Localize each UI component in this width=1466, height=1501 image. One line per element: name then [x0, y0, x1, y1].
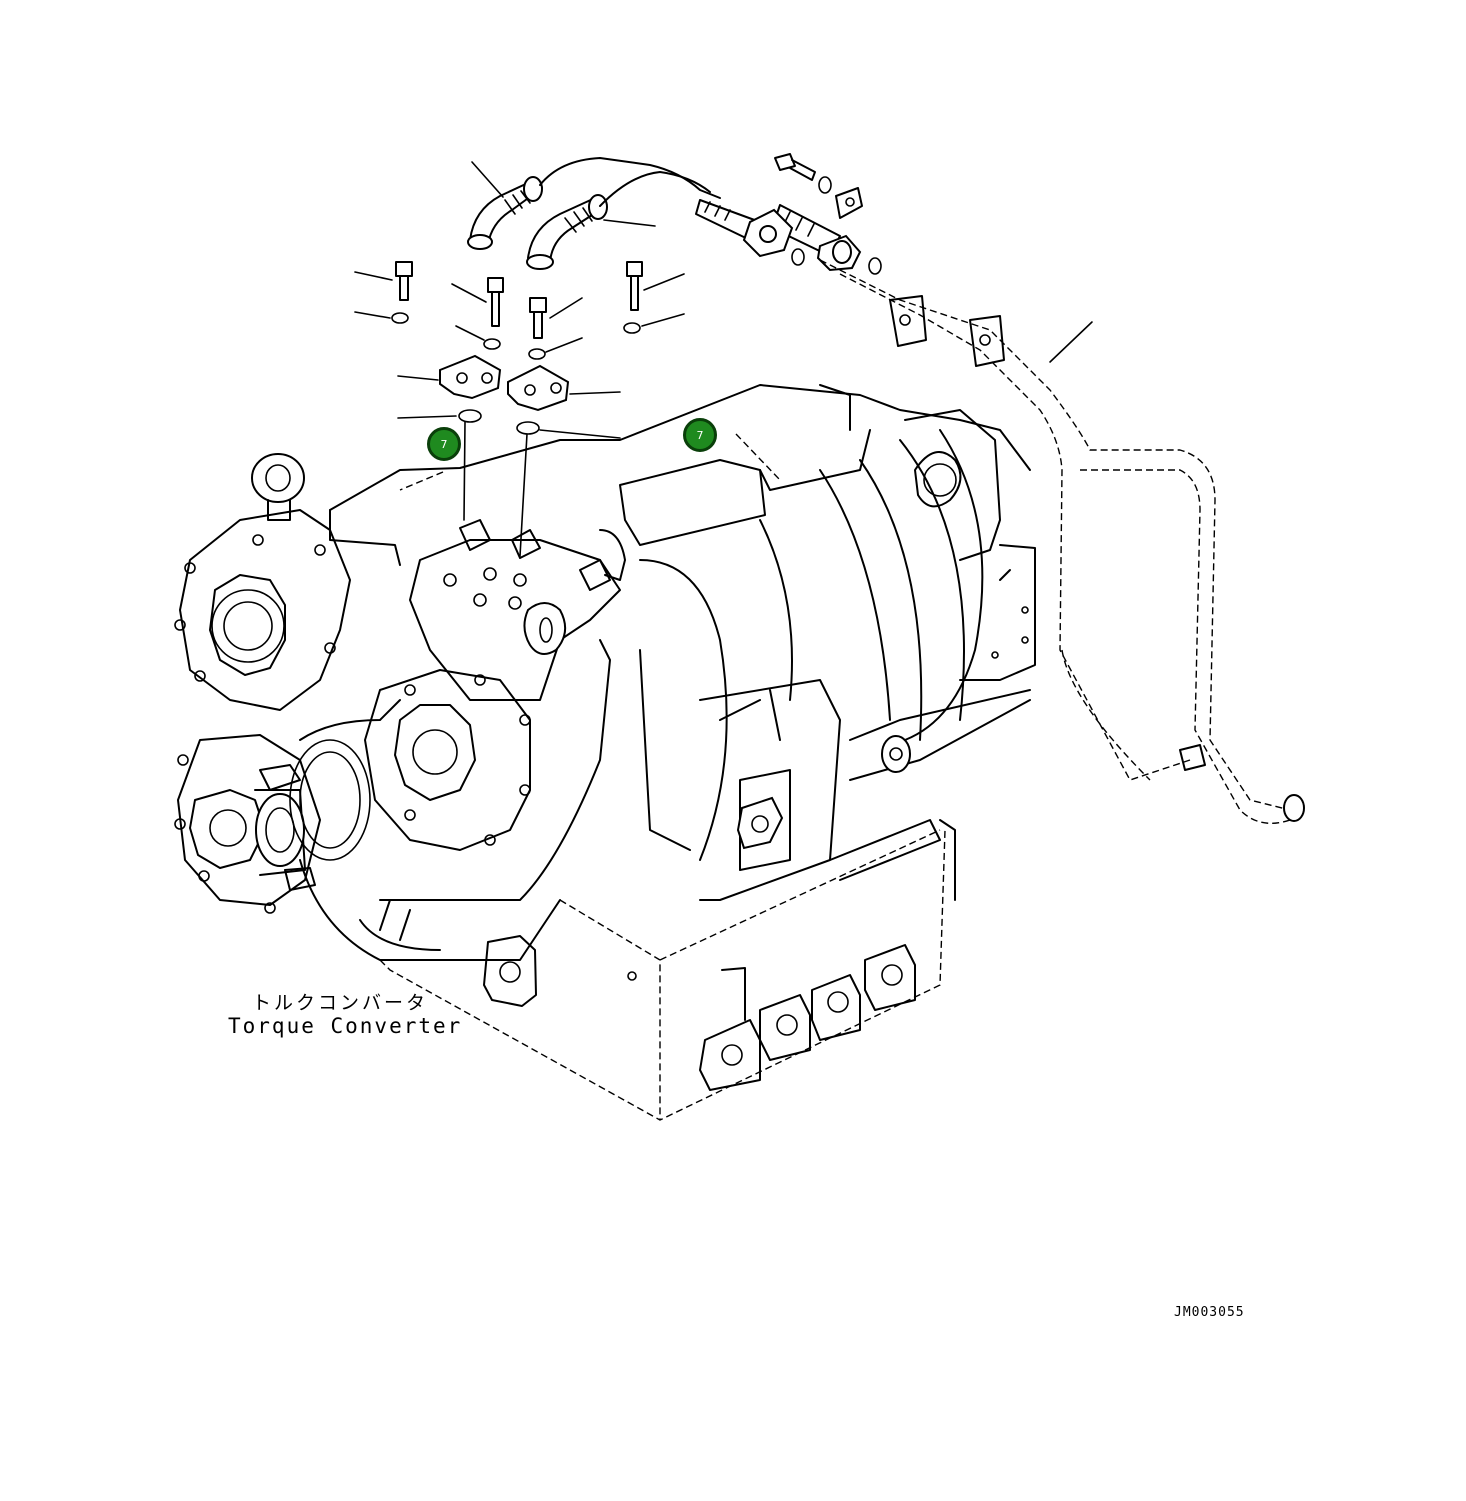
torque-converter-housing [289, 669, 561, 961]
component-label-english: Torque Converter [228, 1014, 463, 1038]
cooler-return-pipe [819, 259, 1305, 824]
o-rings [397, 409, 621, 557]
lifting-eye-left [251, 453, 305, 521]
component-label-japanese: トルクコンバータ [252, 992, 429, 1014]
upper-output-flange [174, 509, 351, 711]
drawing-id: JM003055 [1174, 1305, 1245, 1320]
oil-pan [379, 829, 946, 1121]
split-flange-left [397, 354, 502, 400]
callout-leaders [399, 433, 781, 491]
callout-7-right[interactable]: 7 [683, 418, 717, 452]
hose-upper-left [467, 176, 543, 250]
transmission-housing [329, 384, 1036, 901]
callout-7-left[interactable]: 7 [427, 427, 461, 461]
lower-output-flange [174, 734, 321, 914]
callout-number: 7 [696, 428, 704, 442]
bolt-set [354, 261, 685, 360]
long-pipe [539, 157, 882, 275]
control-valve-block [409, 519, 626, 701]
bolt-top-right [774, 153, 863, 219]
hose-upper-right [526, 194, 608, 270]
oil-pan-ports [699, 944, 916, 1091]
split-flange-right [507, 364, 621, 412]
leader-lines-top [471, 161, 1093, 363]
callout-number: 7 [440, 437, 448, 451]
